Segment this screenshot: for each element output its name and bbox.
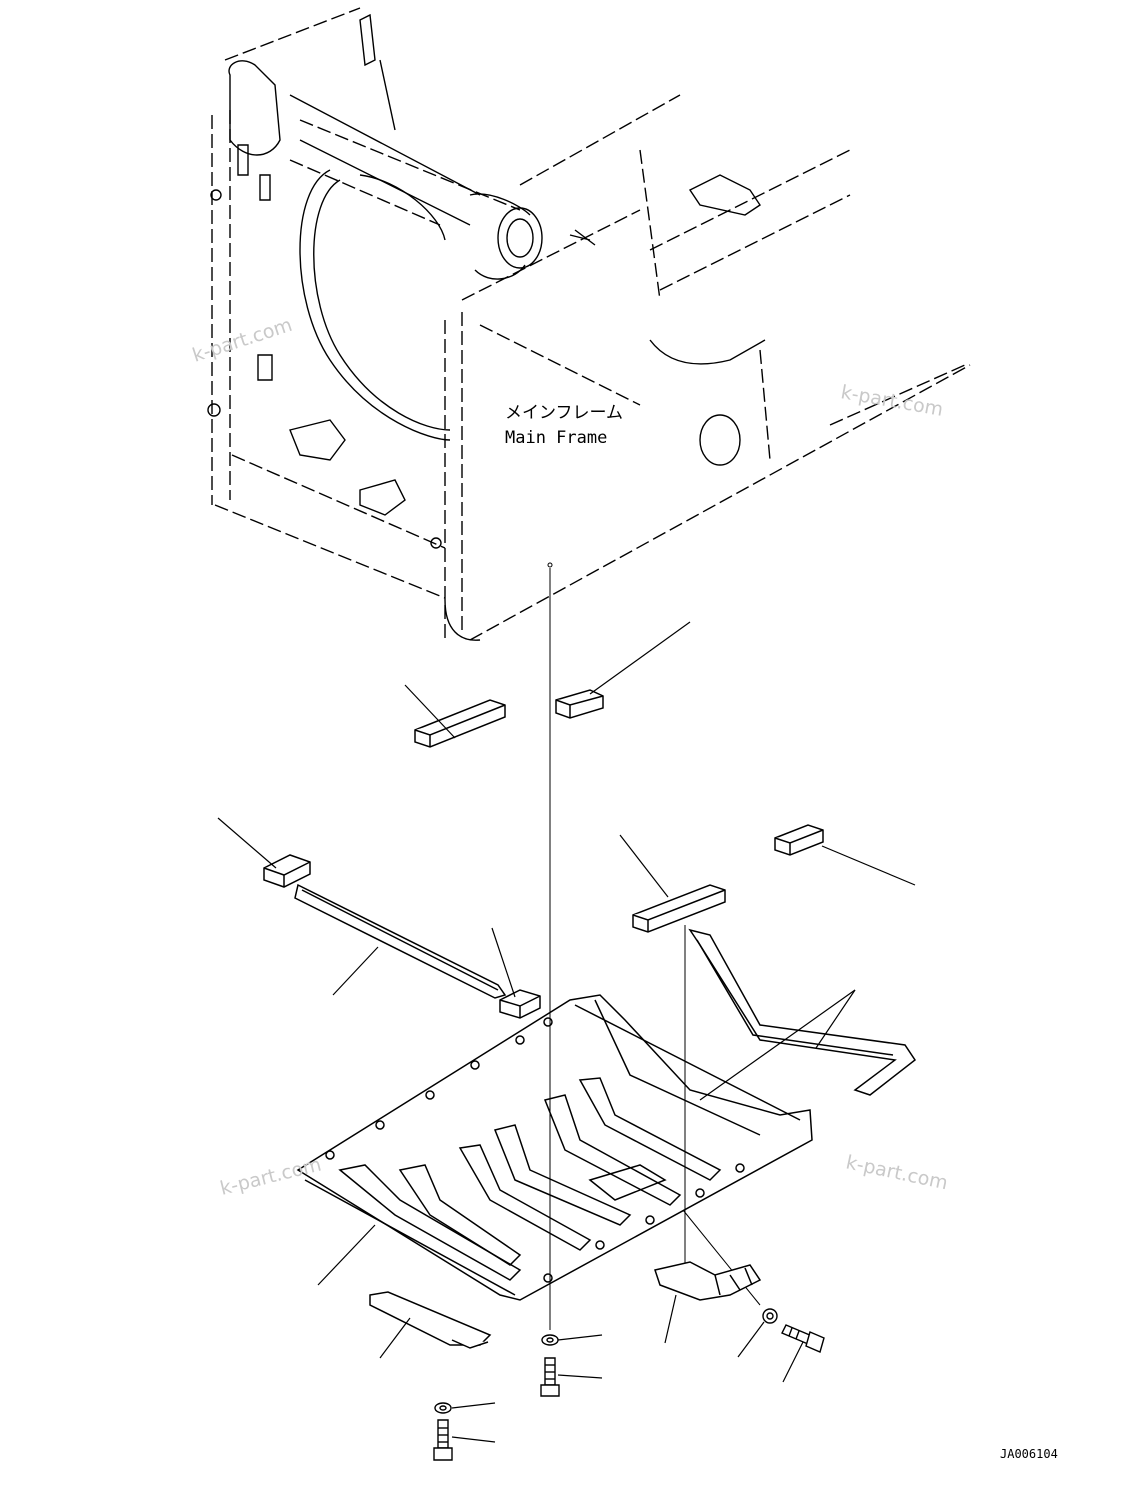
- pad-3: [263, 854, 311, 888]
- pad-6: [774, 824, 824, 856]
- covers: [369, 1261, 762, 1349]
- bolt-center: [540, 1357, 560, 1397]
- bolt-left: [433, 1419, 453, 1461]
- pad-2: [414, 699, 506, 748]
- hose: [299, 169, 451, 441]
- main-frame-label: メインフレーム Main Frame: [505, 403, 623, 448]
- pads: [263, 689, 824, 1019]
- washer-center: [541, 1334, 559, 1346]
- leader-lines: [217, 621, 916, 1443]
- main-frame-hidden-edges: [211, 7, 971, 641]
- strip-right: [688, 928, 917, 1096]
- fasteners: [433, 1308, 825, 1461]
- reference-lines: [547, 562, 761, 1330]
- watermark-3: k-part.com: [218, 1153, 324, 1199]
- cross-tube: [228, 60, 543, 280]
- watermark-4: k-part.com: [844, 1151, 950, 1194]
- pad-5: [632, 884, 726, 933]
- washer-left: [434, 1402, 452, 1414]
- main-frame: [207, 7, 971, 641]
- drawing-code: JA006104: [1000, 1447, 1058, 1461]
- watermark-1: k-part.com: [190, 314, 295, 367]
- cover-right: [654, 1261, 762, 1301]
- frame-label-japanese: メインフレーム: [505, 403, 623, 423]
- cover-left: [369, 1291, 492, 1349]
- undercover-plate: [296, 994, 813, 1301]
- bolt-right: [781, 1324, 825, 1353]
- strips: [294, 883, 917, 1096]
- washer-right: [762, 1308, 778, 1324]
- pad-1: [555, 689, 604, 719]
- frame-label-english: Main Frame: [505, 428, 607, 448]
- plate-holes: [325, 1017, 745, 1283]
- pad-4: [499, 989, 541, 1019]
- strip-left: [294, 883, 507, 999]
